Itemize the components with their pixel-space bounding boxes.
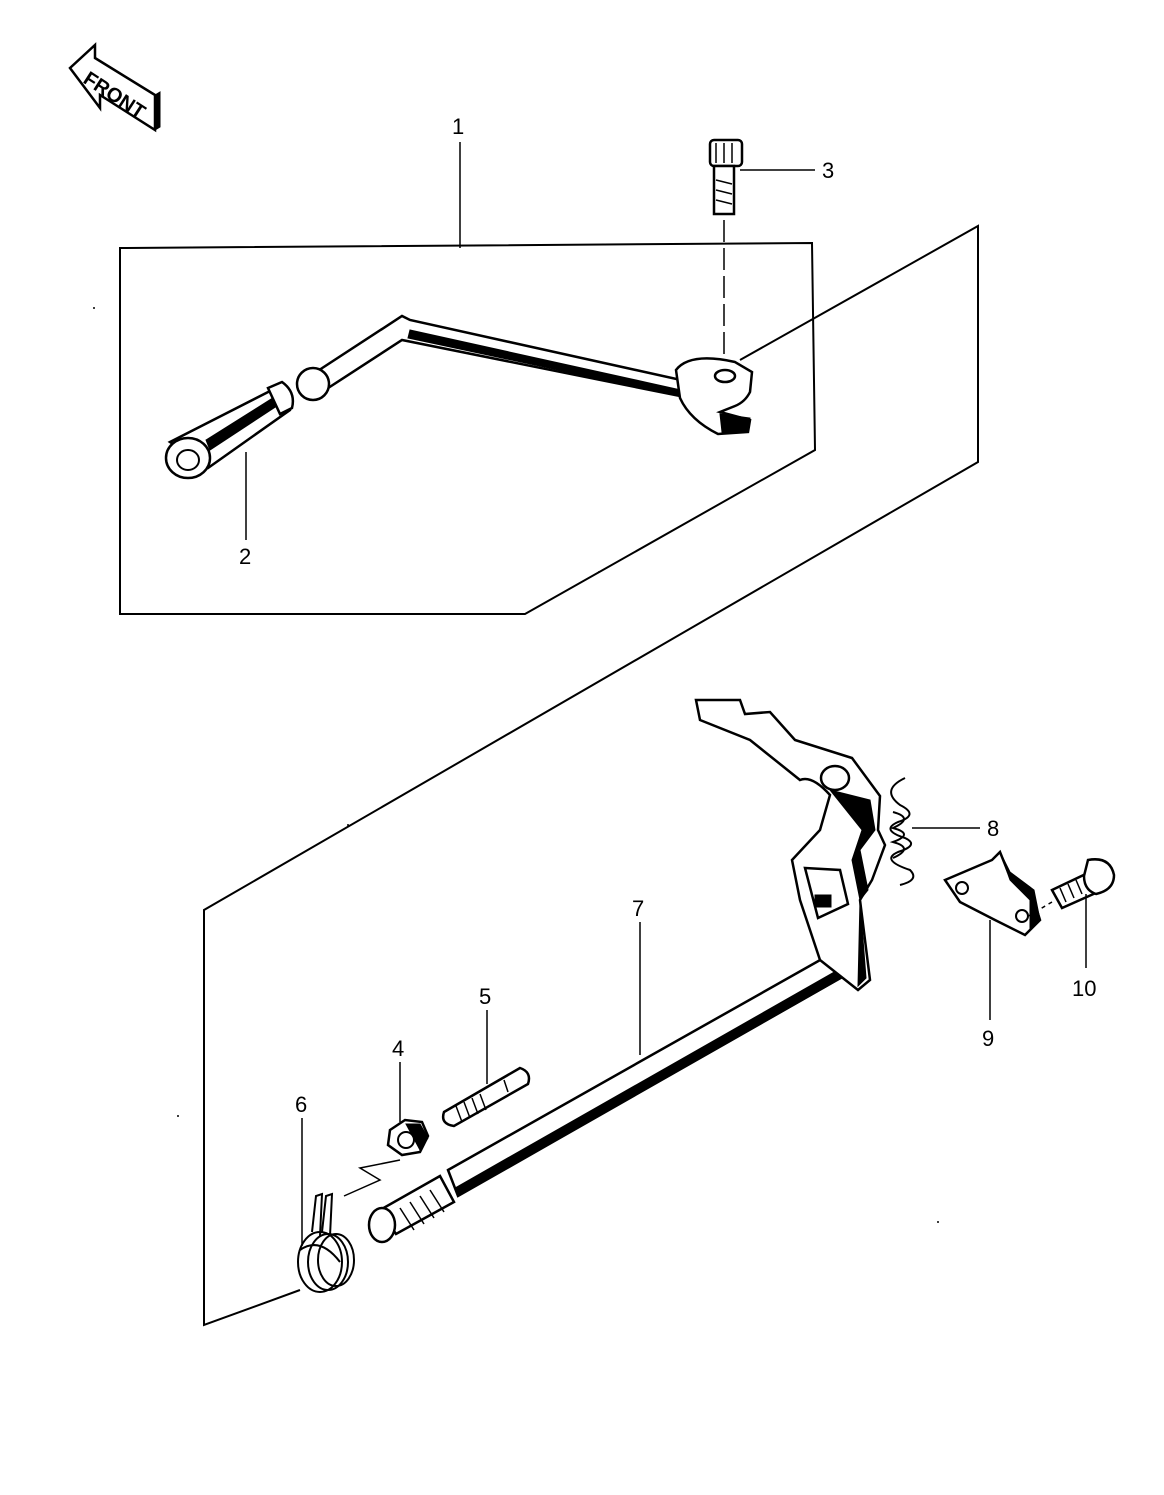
spring-pin [441,1066,531,1128]
callout-7: 7 [632,896,644,921]
shift-shaft [367,944,860,1244]
callout-8: 8 [987,816,999,841]
callout-4: 4 [392,1036,404,1061]
pedal-rubber [164,380,295,480]
nut [343,1118,430,1197]
torsion-spring [297,1192,355,1293]
front-arrow-icon: FRONT [68,42,161,133]
return-spring [889,777,915,886]
callout-10: 10 [1072,976,1096,1001]
callout-9: 9 [982,1026,994,1051]
shift-arm [694,698,887,992]
callout-3: 3 [822,158,834,183]
callout-1: 1 [452,114,464,139]
shaft-assembly-frame [203,224,979,1327]
callout-2: 2 [239,544,251,569]
shift-pedal [295,314,754,436]
pedal-assembly-frame [119,241,817,615]
leader-lines [245,142,1087,1246]
stopper-bolt [1024,858,1116,919]
callout-6: 6 [295,1092,307,1117]
callout-5: 5 [479,984,491,1009]
scan-specks [93,307,939,1223]
pedal-bolt [708,138,744,360]
stopper-plate [943,849,1042,937]
